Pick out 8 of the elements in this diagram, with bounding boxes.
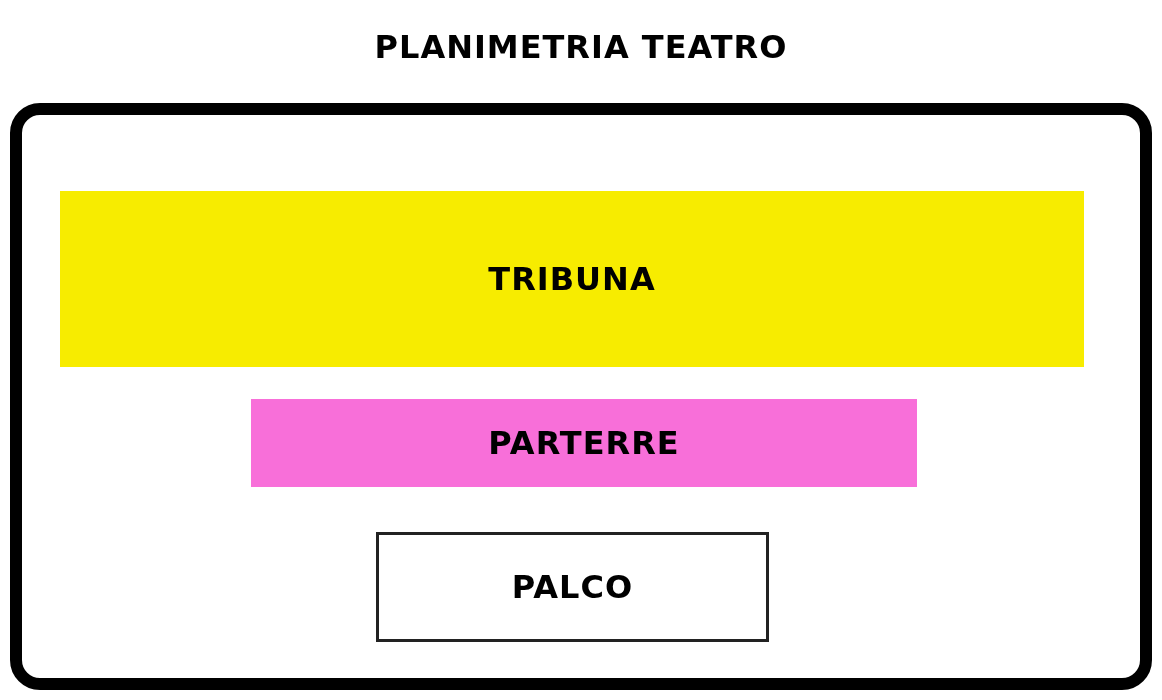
seating-area — [251, 399, 917, 487]
plan-title: PLANIMETRIA TEATRO — [374, 28, 788, 66]
area-label: PALCO — [511, 568, 634, 606]
seating-area — [60, 191, 1084, 367]
area-label: TRIBUNA — [488, 260, 656, 298]
theatre-outline — [10, 103, 1152, 690]
stage-area — [376, 532, 769, 642]
area-label: PARTERRE — [488, 424, 680, 462]
